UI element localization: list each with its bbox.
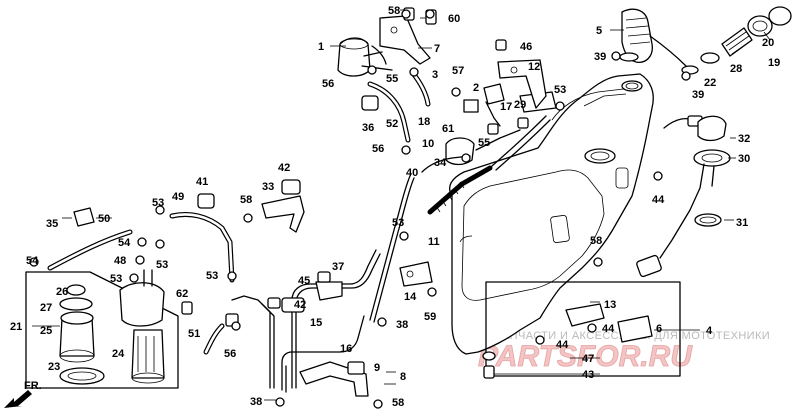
filler-neck: [619, 6, 792, 75]
front-direction-arrow: FR.: [4, 380, 42, 408]
callout-48: 48: [114, 255, 126, 267]
callout-12: 12: [528, 61, 540, 73]
mount-brackets: [197, 179, 433, 313]
callout-32: 32: [738, 133, 750, 145]
callout-58: 58: [388, 5, 400, 17]
callout-18: 18: [418, 116, 430, 128]
callout-44: 44: [556, 339, 569, 351]
rear-stays: [482, 281, 681, 379]
callout-58: 58: [590, 235, 602, 247]
fuel-pump-assembly: [25, 269, 193, 389]
callout-60: 60: [448, 13, 460, 25]
callout-59: 59: [424, 311, 436, 323]
callout-23: 23: [48, 361, 60, 373]
callout-39: 39: [692, 89, 704, 101]
callout-56: 56: [224, 348, 236, 360]
callout-24: 24: [112, 348, 125, 360]
callout-57: 57: [452, 65, 464, 77]
bracket-12: [495, 39, 547, 109]
callout-55: 55: [386, 73, 398, 85]
callout-62: 62: [176, 288, 188, 300]
callout-34: 34: [434, 157, 447, 169]
callout-28: 28: [730, 63, 742, 75]
callout-3: 3: [432, 69, 438, 81]
callout-8: 8: [400, 371, 406, 383]
brand-watermark: PARTSFOR.RU: [478, 340, 693, 373]
callout-37: 37: [332, 261, 344, 273]
callout-7: 7: [434, 43, 440, 55]
callout-40: 40: [406, 167, 418, 179]
callout-50: 50: [98, 213, 110, 225]
callout-22: 22: [704, 77, 716, 89]
callout-53: 53: [554, 84, 566, 96]
callout-38: 38: [250, 396, 262, 408]
callout-55: 55: [478, 137, 490, 149]
callout-19: 19: [768, 57, 780, 69]
callout-36: 36: [362, 122, 374, 134]
callout-30: 30: [738, 153, 750, 165]
callout-51: 51: [188, 328, 200, 340]
callout-4: 4: [706, 325, 713, 337]
callout-52: 52: [386, 118, 398, 130]
callout-46: 46: [520, 41, 532, 53]
callout-56: 56: [322, 78, 334, 90]
callout-54: 54: [118, 237, 131, 249]
watermark: ЗАПЧАСТИ И АКСЕССУАРЫ ДЛЯ МОТОТЕХНИКИ PA…: [478, 330, 770, 373]
callout-42: 42: [294, 299, 306, 311]
lower-bracket: [203, 313, 369, 397]
fuel-gauge-sender: [636, 115, 731, 278]
left-hoses: [47, 207, 235, 283]
callout-53: 53: [110, 273, 122, 285]
callout-6: 6: [656, 323, 662, 335]
callout-14: 14: [404, 291, 417, 303]
callout-41: 41: [196, 176, 208, 188]
callout-20: 20: [762, 37, 774, 49]
callout-42: 42: [278, 162, 290, 174]
callout-26: 26: [56, 286, 68, 298]
callout-13: 13: [604, 299, 616, 311]
callout-53: 53: [156, 259, 168, 271]
purge-components: [421, 83, 551, 215]
callout-9: 9: [374, 362, 380, 374]
callout-39: 39: [594, 51, 606, 63]
callout-44: 44: [652, 194, 665, 206]
callout-11: 11: [428, 236, 440, 248]
callout-38: 38: [396, 319, 408, 331]
leader-lines: [32, 9, 771, 401]
direction-label: FR.: [24, 380, 42, 392]
callout-17: 17: [500, 101, 512, 113]
callout-29: 29: [514, 99, 526, 111]
callout-58: 58: [392, 397, 404, 409]
callout-53: 53: [392, 217, 404, 229]
callout-61: 61: [442, 123, 454, 135]
callout-56: 56: [372, 143, 384, 155]
callout-21: 21: [10, 321, 22, 333]
callout-47: 47: [582, 353, 594, 365]
callout-labels: 58 60 1 7 55 3 56 36 52 18 57 2 46 12 61…: [10, 5, 780, 409]
callout-45: 45: [298, 275, 310, 287]
fuel-tank: [449, 73, 654, 355]
callout-35: 35: [46, 218, 58, 230]
callout-33: 33: [262, 181, 274, 193]
vent-hoses: [361, 69, 431, 143]
callout-16: 16: [340, 343, 352, 355]
callout-25: 25: [40, 325, 52, 337]
callout-43: 43: [582, 369, 594, 381]
callout-15: 15: [310, 317, 322, 329]
callout-53: 53: [152, 197, 164, 209]
callout-44: 44: [602, 323, 615, 335]
callout-49: 49: [172, 191, 184, 203]
callout-54: 54: [26, 255, 39, 267]
callout-27: 27: [40, 302, 52, 314]
arrow-icon: [4, 390, 32, 408]
callout-53: 53: [206, 270, 218, 282]
callout-10: 10: [422, 138, 434, 150]
callout-58: 58: [240, 194, 252, 206]
callout-2: 2: [473, 82, 479, 94]
callout-1: 1: [318, 41, 324, 53]
callout-5: 5: [596, 25, 602, 37]
callout-31: 31: [736, 217, 748, 229]
